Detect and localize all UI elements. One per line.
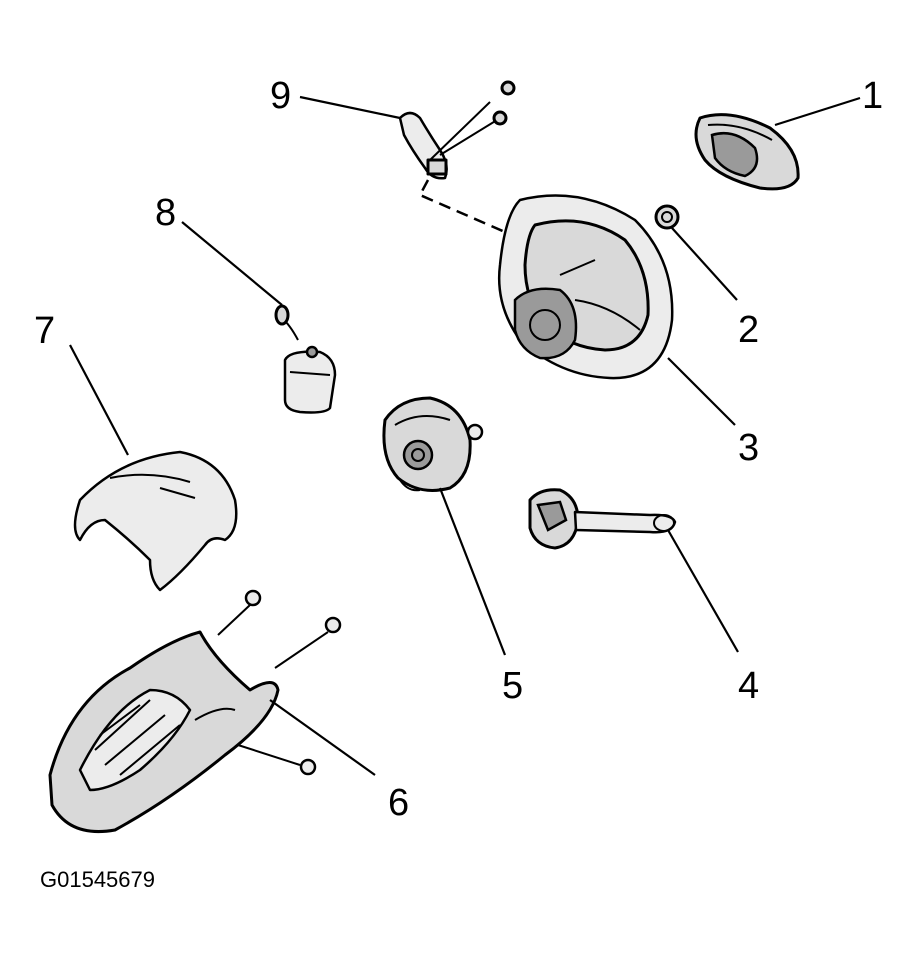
leader-line-9 [299,95,401,120]
wheel-switch-harness [398,80,516,180]
leader-line-8 [181,221,283,306]
callout-4: 4 [738,665,759,707]
lower-column-shroud [48,589,342,834]
clockspring [382,396,484,492]
leader-line-6 [269,699,376,776]
callout-9: 9 [270,75,291,117]
leader-line-2 [671,227,738,301]
callout-3: 3 [738,427,759,469]
wiper-switch [528,488,677,550]
steering-wheel-nut [654,204,680,230]
upper-column-shroud [73,450,238,592]
figure-id: G01545679 [40,867,155,892]
callout-2: 2 [738,309,759,351]
steering-wheel [497,194,674,380]
callout-5: 5 [502,665,523,707]
leader-line-4 [667,529,739,653]
switch-connector [274,304,337,414]
callout-6: 6 [388,782,409,824]
callout-8: 8 [155,192,176,234]
assembly-line [418,179,506,234]
leader-line-7 [69,344,129,456]
airbag-module [694,113,800,191]
callout-1: 1 [862,75,883,117]
leader-line-1 [774,96,861,127]
leader-line-5 [438,487,507,656]
leader-line-3 [667,357,736,426]
callout-7: 7 [34,310,55,352]
